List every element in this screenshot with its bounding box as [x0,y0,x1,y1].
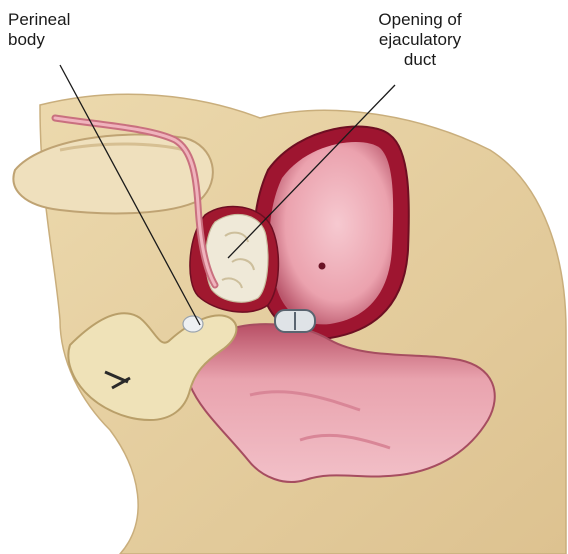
seminal-vesicle-icon [275,310,315,332]
ureteric-orifice [319,263,326,270]
label-ejaculatory-duct: Opening of ejaculatory duct [355,10,485,70]
prostate [206,214,268,302]
label-perineal-body: Perineal body [8,10,70,50]
